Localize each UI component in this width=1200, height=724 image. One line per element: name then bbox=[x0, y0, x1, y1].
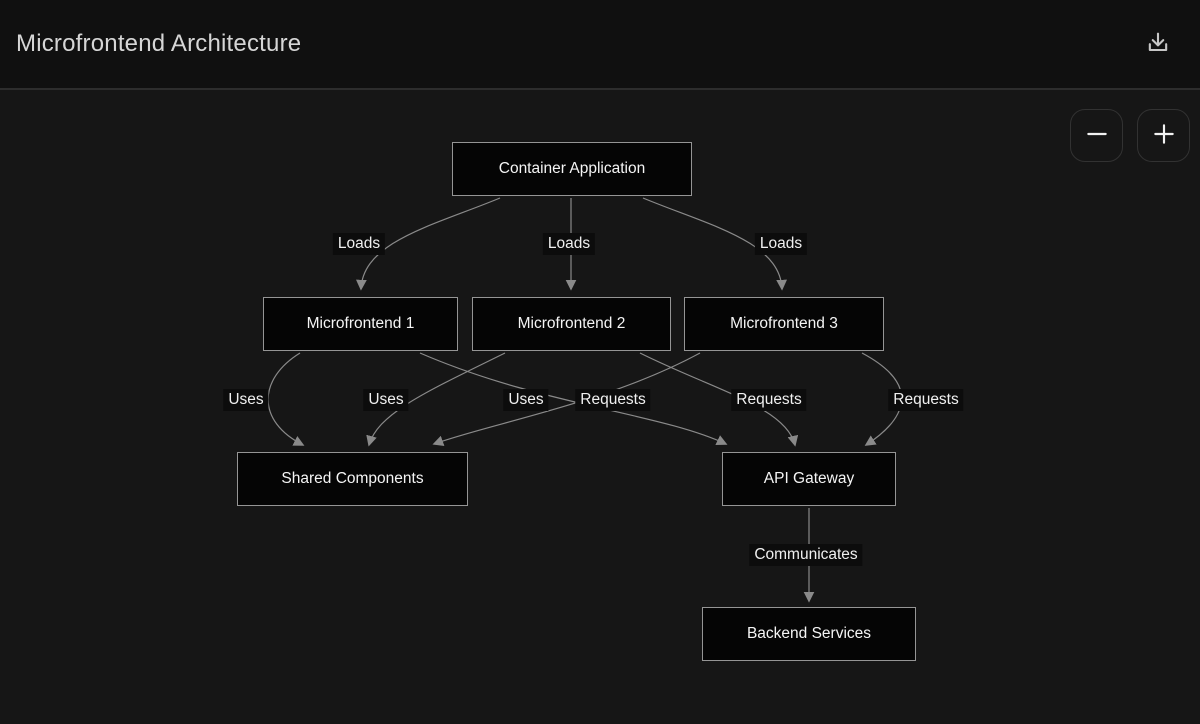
plus-icon bbox=[1151, 121, 1177, 150]
edge-mf2-shared bbox=[366, 352, 506, 447]
node-label: Microfrontend 2 bbox=[517, 315, 626, 332]
download-button[interactable] bbox=[1140, 25, 1176, 64]
edge-label-uses-1: Uses bbox=[223, 389, 269, 411]
minus-icon bbox=[1084, 121, 1110, 150]
edge-mf1-shared bbox=[267, 352, 305, 446]
edge-label-loads-1: Loads bbox=[332, 233, 386, 255]
edge-label-communicates: Communicates bbox=[749, 544, 863, 566]
node-label: API Gateway bbox=[763, 470, 855, 487]
edge-label-loads-3: Loads bbox=[754, 233, 808, 255]
node-label: Container Application bbox=[498, 160, 646, 177]
node-label: Backend Services bbox=[746, 625, 872, 642]
node-backend-services[interactable]: Backend Services bbox=[702, 607, 916, 661]
edge-mf1-gateway bbox=[419, 352, 728, 445]
edge-container-mf3 bbox=[642, 197, 787, 291]
node-shared-components[interactable]: Shared Components bbox=[237, 452, 468, 506]
page-title: Microfrontend Architecture bbox=[16, 30, 302, 57]
node-label: Shared Components bbox=[281, 470, 424, 487]
edge-label-requests-1: Requests bbox=[575, 389, 651, 411]
edge-label-loads-2: Loads bbox=[542, 233, 596, 255]
edge-label-requests-2: Requests bbox=[731, 389, 807, 411]
node-microfrontend-2[interactable]: Microfrontend 2 bbox=[472, 297, 671, 351]
diagram-canvas[interactable]: Container Application Microfrontend 1 Mi… bbox=[0, 90, 1200, 724]
zoom-in-button[interactable] bbox=[1137, 109, 1190, 162]
node-api-gateway[interactable]: API Gateway bbox=[722, 452, 896, 506]
node-microfrontend-1[interactable]: Microfrontend 1 bbox=[263, 297, 458, 351]
zoom-controls bbox=[1070, 109, 1190, 162]
edge-container-mf1 bbox=[356, 197, 501, 291]
header: Microfrontend Architecture bbox=[0, 0, 1200, 90]
download-icon bbox=[1144, 29, 1172, 60]
node-label: Microfrontend 3 bbox=[730, 315, 838, 332]
edge-label-requests-3: Requests bbox=[888, 389, 964, 411]
edge-label-uses-3: Uses bbox=[503, 389, 549, 411]
node-label: Microfrontend 1 bbox=[306, 315, 415, 332]
edge-mf3-shared bbox=[432, 352, 701, 446]
node-microfrontend-3[interactable]: Microfrontend 3 bbox=[684, 297, 884, 351]
zoom-out-button[interactable] bbox=[1070, 109, 1123, 162]
node-container-application[interactable]: Container Application bbox=[452, 142, 692, 196]
edge-label-uses-2: Uses bbox=[363, 389, 409, 411]
